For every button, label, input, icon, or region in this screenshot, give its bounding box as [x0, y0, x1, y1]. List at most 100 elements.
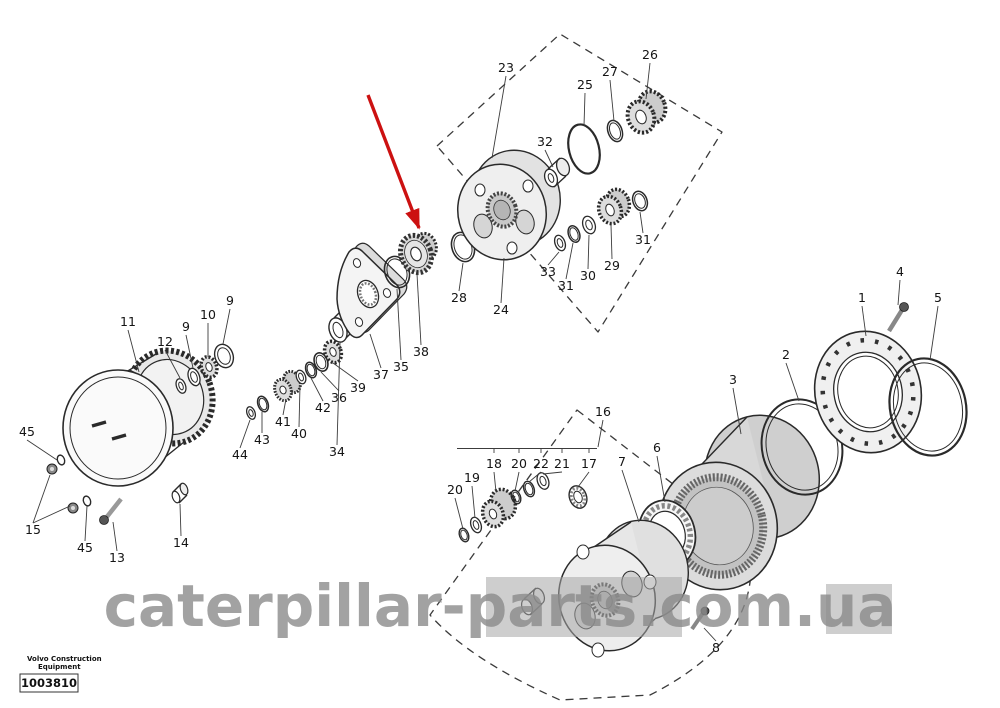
callout-22: 22: [533, 456, 549, 471]
leader-line-36: [320, 371, 340, 392]
leader-line-45: [26, 439, 58, 461]
leader-line-35: [396, 288, 402, 361]
part-21-washer: [536, 472, 550, 490]
leader-line-38: [416, 273, 422, 346]
part-37-plate: [336, 242, 408, 339]
leader-line-30: [587, 234, 590, 270]
part-13-bolt: [99, 497, 123, 525]
leader-line-23: [491, 75, 507, 159]
callout-39: 39: [350, 380, 366, 395]
leader-line-20: [454, 497, 464, 530]
callout-29: 29: [604, 258, 620, 273]
leader-line-aux: [32, 505, 71, 524]
leader-line-39: [332, 362, 359, 382]
leader-line-5: [929, 305, 939, 361]
leader-line-27: [609, 79, 615, 122]
part-20-washer-a: [458, 527, 470, 543]
leader-line-44: [239, 419, 251, 449]
part-20-washer-b: [510, 489, 522, 505]
part-27-ring: [606, 119, 624, 143]
part-25-ring: [567, 123, 601, 175]
company-name-line2: Equipment: [38, 663, 81, 671]
leader-line-22: [528, 471, 542, 483]
leader-line-18: [493, 471, 497, 493]
callout-19: 19: [464, 470, 480, 485]
part-4-bolt: [887, 302, 909, 333]
callout-35: 35: [393, 359, 409, 374]
watermark-block-right: [826, 584, 892, 634]
company-name-line1: Volvo Construction: [27, 655, 102, 663]
callout-23: 23: [498, 60, 514, 75]
callout-16: 16: [595, 404, 611, 419]
leader-line-11: [127, 329, 140, 373]
leader-line-40: [298, 384, 301, 428]
callout-12: 12: [157, 334, 173, 349]
callout-20: 20: [511, 456, 527, 471]
part-14-pin: [171, 482, 189, 504]
callout-45: 45: [19, 424, 35, 439]
callout-30: 30: [580, 268, 596, 283]
leader-line-14: [179, 503, 182, 537]
leader-line-25: [583, 92, 586, 127]
callout-38: 38: [413, 344, 429, 359]
callout-5: 5: [934, 290, 942, 305]
callout-17: 17: [581, 456, 597, 471]
part-15-nut-b: [67, 502, 79, 514]
leader-line-3: [732, 387, 742, 435]
leader-line-9: [185, 334, 194, 369]
callout-10: 10: [200, 307, 216, 322]
part-32-bushing: [543, 157, 571, 188]
callout-11: 11: [120, 314, 136, 329]
part-42-ring: [304, 361, 318, 379]
part-9-seal-b: [213, 343, 235, 369]
part-30-washer: [581, 215, 597, 235]
callout-1: 1: [858, 290, 866, 305]
callout-25: 25: [577, 77, 593, 92]
leader-line-45: [84, 505, 88, 542]
callout-45: 45: [77, 540, 93, 555]
part-44-washer: [245, 406, 257, 420]
title-block: Volvo Construction Equipment 1003810: [19, 655, 102, 693]
leader-line-21: [542, 471, 563, 475]
part-1-flange: [813, 330, 923, 454]
leader-line-7: [621, 469, 640, 523]
part-11-drum: [62, 347, 216, 487]
leader-line-19: [471, 485, 476, 519]
leader-line-34: [336, 342, 341, 446]
leader-line-16: [597, 419, 604, 448]
part-31-ring-a: [567, 225, 581, 243]
part-40-washer: [295, 369, 307, 385]
part-17-bearing: [568, 485, 588, 509]
leader-line-33: [547, 251, 560, 266]
part-12-washer: [175, 378, 187, 394]
red-arrow: [366, 94, 421, 230]
watermark: caterpillar-parts.com.ua: [104, 572, 897, 640]
watermark-text: caterpillar-parts.com.ua: [104, 572, 897, 640]
part-36-ring: [313, 352, 329, 372]
callout-28: 28: [451, 290, 467, 305]
leader-line-29: [610, 224, 613, 260]
callout-4: 4: [896, 264, 904, 279]
part-9-seal-a: [187, 367, 201, 387]
callout-36: 36: [331, 390, 347, 405]
callout-44: 44: [232, 447, 248, 462]
part-45-washer-b: [82, 495, 92, 507]
callout-8: 8: [712, 640, 720, 655]
part-29-gear: [596, 187, 632, 226]
callout-31: 31: [558, 278, 574, 293]
callout-33: 33: [540, 264, 556, 279]
boundary-top-subassembly: [436, 33, 723, 333]
callout-34: 34: [329, 444, 345, 459]
callout-7: 7: [618, 454, 626, 469]
leader-line-28: [458, 262, 464, 292]
part-38-gear: [397, 231, 438, 276]
callout-37: 37: [373, 367, 389, 382]
leader-line-13: [112, 521, 118, 552]
leader-line-2: [785, 362, 800, 402]
callout-26: 26: [642, 47, 658, 62]
part-22-ring: [522, 480, 536, 498]
callout-43: 43: [254, 432, 270, 447]
leader-line-6: [656, 455, 666, 503]
callout-15: 15: [25, 522, 41, 537]
